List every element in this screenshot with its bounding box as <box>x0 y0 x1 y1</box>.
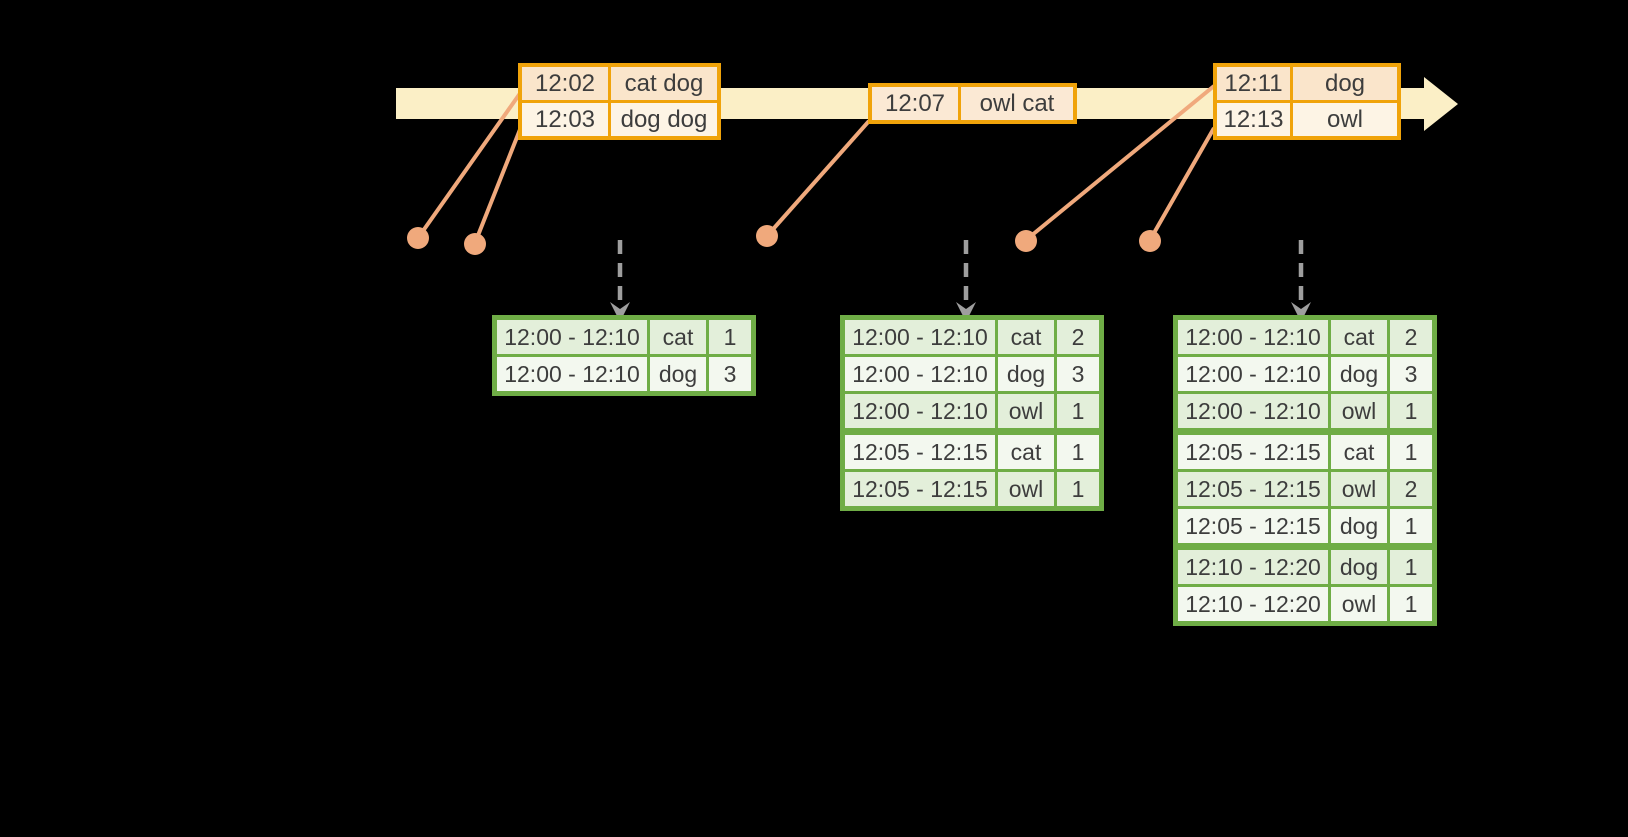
event-table-1: 12:02 cat dog 12:03 dog dog <box>518 63 721 140</box>
window-cell: 12:00 - 12:10 <box>1174 316 1331 357</box>
event-dot <box>407 227 429 249</box>
result-row: 12:05 - 12:15 owl 2 <box>1174 469 1436 509</box>
event-words-cell: owl cat <box>958 83 1077 124</box>
result-row: 12:05 - 12:15 dog 1 <box>1174 506 1436 548</box>
result-row: 12:00 - 12:10 owl 1 <box>841 391 1103 433</box>
event-row: 12:02 cat dog <box>518 63 721 103</box>
count-cell: 1 <box>1387 428 1436 472</box>
event-row: 12:07 owl cat <box>868 83 1077 124</box>
word-cell: cat <box>995 316 1057 357</box>
word-cell: dog <box>995 354 1057 394</box>
event-time-cell: 12:03 <box>518 100 611 140</box>
word-cell: dog <box>1328 506 1390 548</box>
word-cell: owl <box>1328 469 1390 509</box>
event-words-cell: dog dog <box>608 100 721 140</box>
result-row: 12:05 - 12:15 cat 1 <box>1174 428 1436 472</box>
event-time-cell: 12:11 <box>1213 63 1293 103</box>
window-cell: 12:05 - 12:15 <box>841 428 998 472</box>
result-table-2: 12:00 - 12:10 cat 2 12:00 - 12:10 dog 3 … <box>840 315 1104 511</box>
window-cell: 12:00 - 12:10 <box>841 391 998 433</box>
result-row: 12:00 - 12:10 cat 2 <box>841 316 1103 357</box>
window-cell: 12:00 - 12:10 <box>1174 391 1331 433</box>
count-cell: 2 <box>1054 316 1103 357</box>
word-cell: owl <box>1328 391 1390 433</box>
event-words-cell: cat dog <box>608 63 721 103</box>
window-cell: 12:00 - 12:10 <box>841 316 998 357</box>
event-connector-line <box>1024 84 1216 242</box>
result-row: 12:00 - 12:10 cat 2 <box>1174 316 1436 357</box>
count-cell: 1 <box>1054 428 1103 472</box>
event-time-cell: 12:07 <box>868 83 961 124</box>
count-cell: 2 <box>1387 316 1436 357</box>
event-dot <box>756 225 778 247</box>
event-table-2: 12:07 owl cat <box>868 83 1077 124</box>
window-cell: 12:05 - 12:15 <box>1174 428 1331 472</box>
event-time-cell: 12:02 <box>518 63 611 103</box>
event-dot <box>464 233 486 255</box>
count-cell: 3 <box>706 354 755 395</box>
count-cell: 1 <box>1387 506 1436 548</box>
result-row: 12:05 - 12:15 owl 1 <box>841 469 1103 510</box>
count-cell: 1 <box>1387 543 1436 587</box>
event-table-3: 12:11 dog 12:13 owl <box>1213 63 1401 140</box>
count-cell: 1 <box>1387 584 1436 625</box>
count-cell: 2 <box>1387 469 1436 509</box>
window-cell: 12:10 - 12:20 <box>1174 584 1331 625</box>
word-cell: dog <box>1328 354 1390 394</box>
count-cell: 3 <box>1054 354 1103 394</box>
event-connector-line <box>473 126 523 244</box>
word-cell: cat <box>1328 428 1390 472</box>
window-cell: 12:00 - 12:10 <box>1174 354 1331 394</box>
word-cell: cat <box>1328 316 1390 357</box>
window-cell: 12:00 - 12:10 <box>493 354 650 395</box>
result-update-arrow-icon <box>1291 240 1311 322</box>
word-cell: owl <box>1328 584 1390 625</box>
result-row: 12:00 - 12:10 owl 1 <box>1174 391 1436 433</box>
result-update-arrow-icon <box>610 240 630 322</box>
window-cell: 12:00 - 12:10 <box>841 354 998 394</box>
result-update-arrow-icon <box>956 240 976 322</box>
result-table-3: 12:00 - 12:10 cat 2 12:00 - 12:10 dog 3 … <box>1173 315 1437 626</box>
word-cell: owl <box>995 469 1057 510</box>
result-row: 12:00 - 12:10 dog 3 <box>841 354 1103 394</box>
window-cell: 12:05 - 12:15 <box>1174 506 1331 548</box>
count-cell: 3 <box>1387 354 1436 394</box>
event-connector-line <box>765 119 871 238</box>
event-time-cell: 12:13 <box>1213 100 1293 140</box>
result-row: 12:00 - 12:10 dog 3 <box>493 354 755 395</box>
word-cell: dog <box>1328 543 1390 587</box>
event-connector-line <box>1148 127 1216 241</box>
count-cell: 1 <box>706 316 755 357</box>
count-cell: 1 <box>1054 469 1103 510</box>
result-row: 12:10 - 12:20 owl 1 <box>1174 584 1436 625</box>
result-row: 12:05 - 12:15 cat 1 <box>841 428 1103 472</box>
result-row: 12:00 - 12:10 dog 3 <box>1174 354 1436 394</box>
event-row: 12:11 dog <box>1213 63 1401 103</box>
event-words-cell: dog <box>1290 63 1401 103</box>
event-row: 12:13 owl <box>1213 100 1401 140</box>
word-cell: dog <box>647 354 709 395</box>
window-cell: 12:00 - 12:10 <box>493 316 650 357</box>
window-cell: 12:10 - 12:20 <box>1174 543 1331 587</box>
event-dot <box>1139 230 1161 252</box>
event-dot <box>1015 230 1037 252</box>
result-row: 12:10 - 12:20 dog 1 <box>1174 543 1436 587</box>
event-connector-line <box>416 90 523 240</box>
count-cell: 1 <box>1387 391 1436 433</box>
word-cell: owl <box>995 391 1057 433</box>
word-cell: cat <box>995 428 1057 472</box>
window-cell: 12:05 - 12:15 <box>841 469 998 510</box>
window-cell: 12:05 - 12:15 <box>1174 469 1331 509</box>
result-row: 12:00 - 12:10 cat 1 <box>493 316 755 357</box>
word-cell: cat <box>647 316 709 357</box>
event-row: 12:03 dog dog <box>518 100 721 140</box>
count-cell: 1 <box>1054 391 1103 433</box>
event-words-cell: owl <box>1290 100 1401 140</box>
result-table-1: 12:00 - 12:10 cat 1 12:00 - 12:10 dog 3 <box>492 315 756 396</box>
